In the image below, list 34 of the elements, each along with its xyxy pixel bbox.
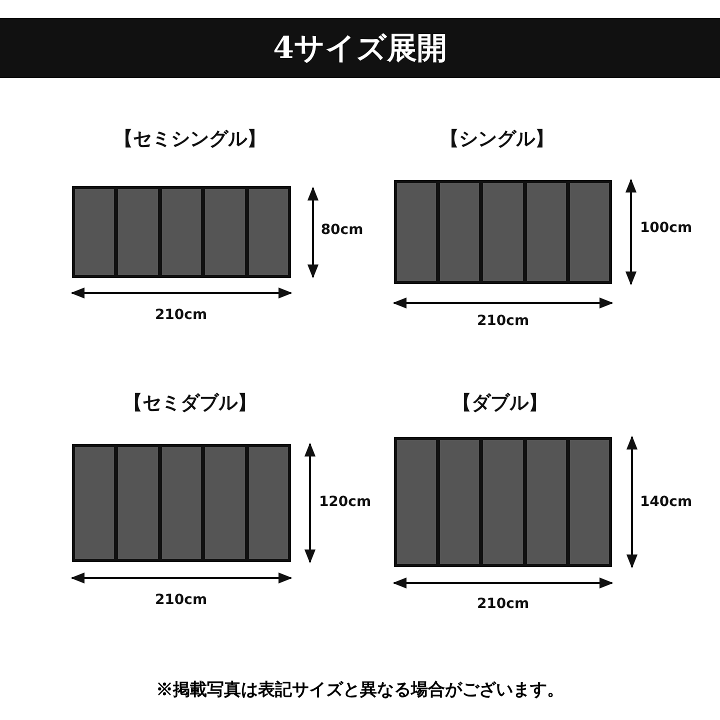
mattress-panel (526, 183, 566, 281)
mattress-panel (162, 189, 202, 275)
mattress-panel (570, 440, 610, 564)
mattress-panel (205, 189, 245, 275)
mattress-panel (570, 183, 610, 281)
mattress-panel (205, 447, 245, 559)
mattress-panel (75, 447, 114, 559)
mattress-panel (397, 183, 436, 281)
dimension-label: 210cm (154, 592, 208, 608)
mattress-panel (526, 440, 566, 564)
mattress-panel (248, 189, 288, 275)
size-heading: 【ダブル】 (452, 391, 548, 416)
size-heading: 【シングル】 (439, 127, 555, 152)
mattress-panel (483, 183, 523, 281)
mattress-panel (440, 440, 480, 564)
mattress-panel (248, 447, 288, 559)
mattress-panel (162, 447, 202, 559)
dimension-label: 80cm (320, 222, 364, 238)
title-banner: 4サイズ展開 (0, 18, 720, 78)
dimension-label: 100cm (638, 220, 694, 236)
mattress-panel (118, 189, 158, 275)
dimension-label: 210cm (476, 313, 530, 329)
mattress-panel (118, 447, 158, 559)
mattress-panel (75, 189, 114, 275)
footnote-text: ※掲載写真は表記サイズと異なる場合がございます。 (155, 679, 565, 701)
dimension-label: 140cm (638, 494, 694, 510)
dimension-label: 120cm (318, 494, 372, 510)
size-heading: 【セミダブル】 (122, 391, 258, 416)
mattress-panel (483, 440, 523, 564)
dimension-label: 210cm (476, 596, 530, 612)
mattress-panel (440, 183, 480, 281)
dimension-label: 210cm (154, 307, 208, 323)
size-heading: 【セミシングル】 (113, 127, 267, 152)
mattress-panel (397, 440, 436, 564)
